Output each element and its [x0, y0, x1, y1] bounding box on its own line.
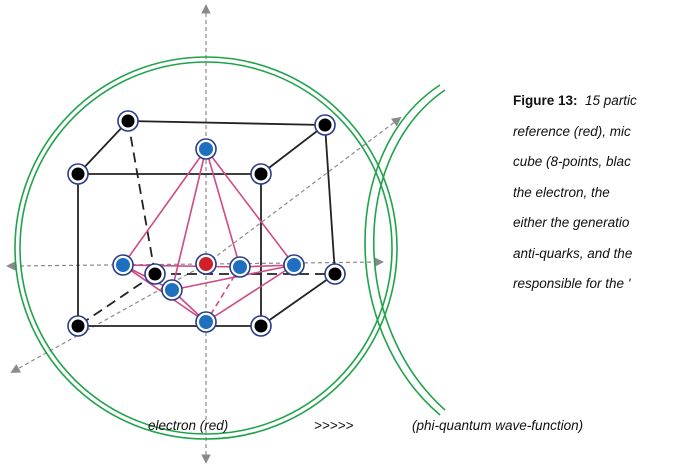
octahedron-edge — [122, 148, 207, 266]
cube-hidden-edge — [127, 120, 156, 275]
caption-line-1: Figure 13: 15 partic — [513, 86, 698, 117]
caption-line-2: reference (red), mic — [513, 123, 631, 139]
wave-arc-outer — [364, 84, 441, 416]
octahedron-edge — [122, 264, 241, 268]
octahedron-edge — [205, 148, 295, 266]
octahedron-edge — [205, 264, 295, 323]
diagonal-axis-lower-left — [10, 263, 207, 373]
horizontal-axis-left — [6, 261, 207, 271]
cube-point — [314, 114, 336, 136]
wave-circle — [14, 56, 398, 440]
wave-arc-inner — [373, 89, 446, 411]
octahedron-edge — [205, 148, 241, 268]
octahedron-point — [195, 138, 217, 160]
cube-hidden-edge — [77, 273, 156, 327]
cube-edges — [77, 120, 336, 327]
wave-circle-inner — [19, 61, 393, 435]
cube-point — [67, 163, 89, 185]
diagonal-axis-upper-right — [205, 116, 402, 265]
octahedron-points — [112, 138, 305, 333]
cube-edge — [260, 124, 326, 175]
figure-caption: Figure 13: 15 partic reference (red), mi… — [513, 86, 698, 300]
cube-point — [250, 163, 272, 185]
wave-circle-outer — [14, 56, 398, 440]
octahedron-point — [195, 311, 217, 333]
cube-point — [250, 315, 272, 337]
axes — [6, 4, 402, 464]
figure-label: Figure 13: — [513, 93, 578, 108]
caption-line-3: cube (8-points, blac — [513, 154, 631, 169]
cube-edge — [324, 124, 336, 275]
octahedron-point — [283, 254, 305, 276]
wave-arc — [364, 84, 446, 416]
cube-point — [67, 315, 89, 337]
octahedron-point — [161, 279, 183, 301]
caption-line-6: anti-quarks, and the — [513, 245, 633, 261]
octahedron-point — [229, 256, 251, 278]
caption-line-5: either the generatio — [513, 215, 630, 230]
caption-line-4: the electron, the — [513, 184, 610, 200]
cube-edge — [127, 120, 326, 126]
octahedron-point — [112, 254, 134, 276]
electron-label: electron (red) — [148, 418, 229, 433]
cube-edge — [77, 120, 129, 175]
cube-point — [144, 263, 166, 285]
cube-point — [324, 263, 346, 285]
wave-function-label: (phi-quantum wave-function) — [412, 418, 584, 433]
cube-edge — [260, 273, 336, 327]
cube-points — [67, 110, 346, 337]
cube-point — [117, 110, 139, 132]
reference-point-electron — [195, 253, 217, 275]
arrows-label: >>>>> — [314, 418, 354, 433]
caption-line-7: responsible for the ' — [513, 276, 631, 291]
caption-text: 15 partic — [585, 93, 637, 108]
